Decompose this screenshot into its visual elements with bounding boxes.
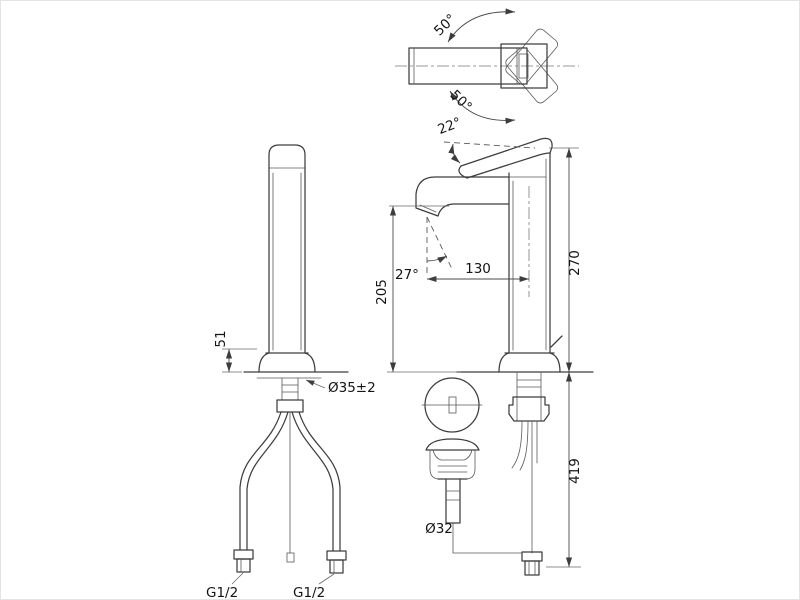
drain-cup-sides [429,449,476,480]
side-view: 22° 27° [395,115,594,576]
right-hose-connector [329,559,344,574]
drain-plan-slot [448,396,457,414]
hose-tail-1 [511,420,523,469]
dim-handle-angle: 22° [436,115,464,139]
right-hose-inner [291,411,334,552]
right-hose-nut [326,550,347,561]
handle-lever-slot [518,53,529,79]
dim-overall-height: 270 [567,250,583,276]
dim-left-inlet-thread: G1/2 [206,585,238,600]
dim-rotation-down: 50° [447,87,475,115]
handle-raised-ref-line [443,141,536,149]
front-dimensions: 51 Ø35±2 G1/2 G1/2 [206,330,376,600]
dim-drain-diameter: Ø32 [425,521,453,537]
left-hose-nut [233,549,254,560]
handle-rotated-up-outline [505,28,559,85]
side-dimensions: 130 205 270 419 [374,147,583,568]
handle-rotated-down-outline [505,47,559,104]
dim-under-counter-depth: 419 [567,458,583,484]
dim-spout-height: 205 [374,279,390,305]
left-inlet-leader [231,572,244,585]
inlet-fitting-body-side [524,560,540,576]
lift-rod-end [286,552,295,563]
popup-linkage [452,522,523,554]
handle-lever-bottom [458,152,551,179]
mounting-nut-side [508,396,550,422]
dim-spout-reach: 130 [465,261,491,277]
dim-right-inlet-thread: G1/2 [293,585,325,600]
dim-spray-angle: 27° [395,267,419,283]
drain-flange-dome [425,438,480,451]
left-hose-inner [246,411,289,551]
base-flare-front [258,352,316,373]
mounting-nut-front [276,399,304,413]
hose-tail-2 [519,420,529,471]
top-view: 50° 50° [395,8,579,124]
handle-cap-front [268,144,306,169]
dim-rotation-up: 50° [431,11,459,39]
spout-profile [415,176,510,217]
left-hose-outer [239,411,282,551]
handle-angle-arc [448,143,461,164]
dim-base-height: 51 [213,330,229,347]
drain-tailpipe [445,478,461,524]
front-view [233,144,349,574]
handle-lever-top [460,137,553,167]
dim-hole-diameter: Ø35±2 [328,380,376,396]
drain-assembly: Ø32 [421,377,523,554]
rotation-arc-up [447,8,516,43]
hole-dia-leader [305,379,326,389]
right-hose-outer [298,411,341,552]
spout-plan-body [408,47,528,85]
right-inlet-leader [318,573,335,585]
drain-neck-curve [432,449,473,461]
popup-pin [550,335,563,348]
base-flare-side [498,352,561,373]
handle-knob-plan [500,43,548,89]
rotation-arc-down [449,90,516,124]
left-hose-connector [236,558,251,573]
spray-angle-arc [426,255,448,264]
